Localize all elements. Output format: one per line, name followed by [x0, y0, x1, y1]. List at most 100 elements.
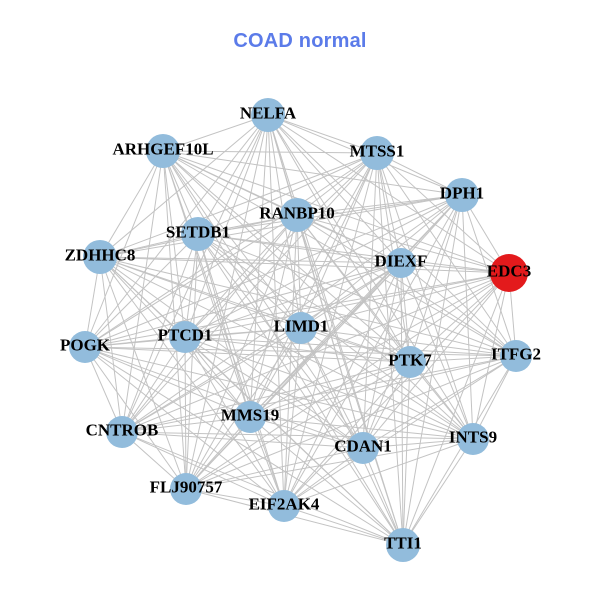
edge-ITFG2-FLJ90757: [185, 355, 517, 490]
edge-MMS19-CDAN1: [249, 416, 364, 449]
edge-MTSS1-EDC3: [376, 152, 510, 274]
edge-PTK7-EIF2AK4: [283, 361, 411, 507]
edge-MMS19-INTS9: [249, 416, 474, 440]
node-label-MMS19: MMS19: [221, 406, 280, 425]
edge-PTCD1-EIF2AK4: [184, 336, 285, 507]
edge-ARHGEF10L-EIF2AK4: [162, 150, 285, 507]
edge-ITFG2-EIF2AK4: [283, 355, 517, 507]
edge-EDC3-POGK: [84, 272, 510, 348]
edge-NELFA-EDC3: [267, 114, 510, 274]
edge-SETDB1-CDAN1: [197, 233, 364, 449]
edge-ZDHHC8-ITFG2: [99, 256, 517, 357]
edge-RANBP10-POGK: [84, 214, 298, 348]
edge-SETDB1-EDC3: [197, 233, 510, 274]
edge-RANBP10-TTI1: [296, 214, 404, 546]
edge-PTCD1-ITFG2: [184, 336, 517, 357]
network-node-FLJ90757: [170, 473, 202, 505]
network-node-TTI1: [386, 528, 420, 562]
edge-NELFA-SETDB1: [197, 114, 269, 235]
edge-DPH1-SETDB1: [197, 194, 463, 235]
edge-ITFG2-CNTROB: [121, 355, 517, 433]
edge-MTSS1-MMS19: [249, 152, 378, 418]
edge-PTCD1-TTI1: [184, 336, 404, 546]
edge-CNTROB-INTS9: [121, 431, 474, 440]
edge-POGK-ITFG2: [84, 346, 517, 357]
edge-EIF2AK4-TTI1: [283, 505, 404, 546]
edge-ITFG2-CDAN1: [362, 355, 517, 449]
edge-PTCD1-POGK: [84, 336, 186, 348]
edge-DIEXF-PTCD1: [184, 262, 402, 338]
edge-RANBP10-ITFG2: [296, 214, 517, 357]
edge-ARHGEF10L-EDC3: [162, 150, 510, 274]
edge-ARHGEF10L-MMS19: [162, 150, 251, 418]
edge-MMS19-FLJ90757: [185, 416, 251, 490]
edge-POGK-PTK7: [84, 346, 411, 363]
edge-ARHGEF10L-POGK: [84, 150, 164, 348]
edge-ARHGEF10L-ITFG2: [162, 150, 517, 357]
edge-DIEXF-MMS19: [249, 262, 402, 418]
edge-DIEXF-POGK: [84, 262, 402, 348]
edge-SETDB1-MMS19: [197, 233, 251, 418]
edge-CDAN1-FLJ90757: [185, 447, 364, 490]
edge-SETDB1-CNTROB: [121, 233, 199, 433]
edge-POGK-MMS19: [84, 346, 251, 418]
edge-SETDB1-EIF2AK4: [197, 233, 285, 507]
edge-DIEXF-ITFG2: [400, 262, 517, 357]
network-node-DPH1: [445, 178, 479, 212]
edge-CNTROB-CDAN1: [121, 431, 364, 449]
edge-NELFA-POGK: [84, 114, 269, 348]
edge-ITFG2-MMS19: [249, 355, 517, 418]
node-label-DIEXF: DIEXF: [375, 252, 428, 271]
edge-ITFG2-PTK7: [409, 355, 517, 363]
edge-LIMD1-PTK7: [300, 327, 411, 363]
edge-EDC3-LIMD1: [300, 272, 510, 329]
network-node-DIEXF: [386, 248, 416, 278]
node-label-CDAN1: CDAN1: [334, 437, 392, 456]
network-node-PTCD1: [169, 321, 201, 353]
edge-NELFA-ITFG2: [267, 114, 517, 357]
network-node-ZDHHC8: [83, 240, 117, 274]
edge-NELFA-EIF2AK4: [267, 114, 285, 507]
network-node-EIF2AK4: [268, 490, 300, 522]
node-label-EIF2AK4: EIF2AK4: [249, 495, 320, 514]
network-node-POGK: [69, 331, 101, 363]
edge-RANBP10-DIEXF: [296, 214, 402, 264]
edge-SETDB1-POGK: [84, 233, 199, 348]
network-node-INTS9: [457, 423, 489, 455]
edge-ZDHHC8-CDAN1: [99, 256, 364, 449]
edge-INTS9-FLJ90757: [185, 438, 474, 490]
edge-MTSS1-PTCD1: [184, 152, 378, 338]
node-label-ZDHHC8: ZDHHC8: [65, 246, 136, 265]
node-label-FLJ90757: FLJ90757: [150, 478, 223, 497]
node-label-MTSS1: MTSS1: [350, 142, 405, 161]
edge-ZDHHC8-DIEXF: [99, 256, 402, 264]
edge-ZDHHC8-EDC3: [99, 256, 510, 274]
edge-EDC3-INTS9: [472, 272, 510, 440]
edge-DIEXF-FLJ90757: [185, 262, 402, 490]
edge-POGK-EIF2AK4: [84, 346, 285, 507]
node-label-ITFG2: ITFG2: [491, 345, 541, 364]
edge-PTK7-FLJ90757: [185, 361, 411, 490]
node-label-EDC3: EDC3: [487, 262, 531, 281]
edge-ARHGEF10L-ZDHHC8: [99, 150, 164, 258]
edge-PTCD1-FLJ90757: [184, 336, 187, 490]
edge-PTK7-CNTROB: [121, 361, 411, 433]
edge-PTK7-INTS9: [409, 361, 474, 440]
edge-CNTROB-TTI1: [121, 431, 404, 546]
network-node-RANBP10: [280, 198, 314, 232]
edge-NELFA-ARHGEF10L: [162, 114, 269, 152]
network-node-ARHGEF10L: [146, 134, 180, 168]
edge-MTSS1-SETDB1: [197, 152, 378, 235]
edge-ZDHHC8-EIF2AK4: [99, 256, 285, 507]
node-label-NELFA: NELFA: [240, 104, 297, 123]
edge-PTCD1-CNTROB: [121, 336, 186, 433]
network-node-EDC3: [490, 254, 528, 292]
edge-LIMD1-ITFG2: [300, 327, 517, 357]
edge-RANBP10-EIF2AK4: [283, 214, 298, 507]
edge-DPH1-CNTROB: [121, 194, 463, 433]
edge-DPH1-RANBP10: [296, 194, 463, 216]
network-node-PTK7: [394, 346, 426, 378]
edge-DIEXF-TTI1: [400, 262, 404, 546]
edge-POGK-INTS9: [84, 346, 474, 440]
edge-DIEXF-CNTROB: [121, 262, 402, 433]
